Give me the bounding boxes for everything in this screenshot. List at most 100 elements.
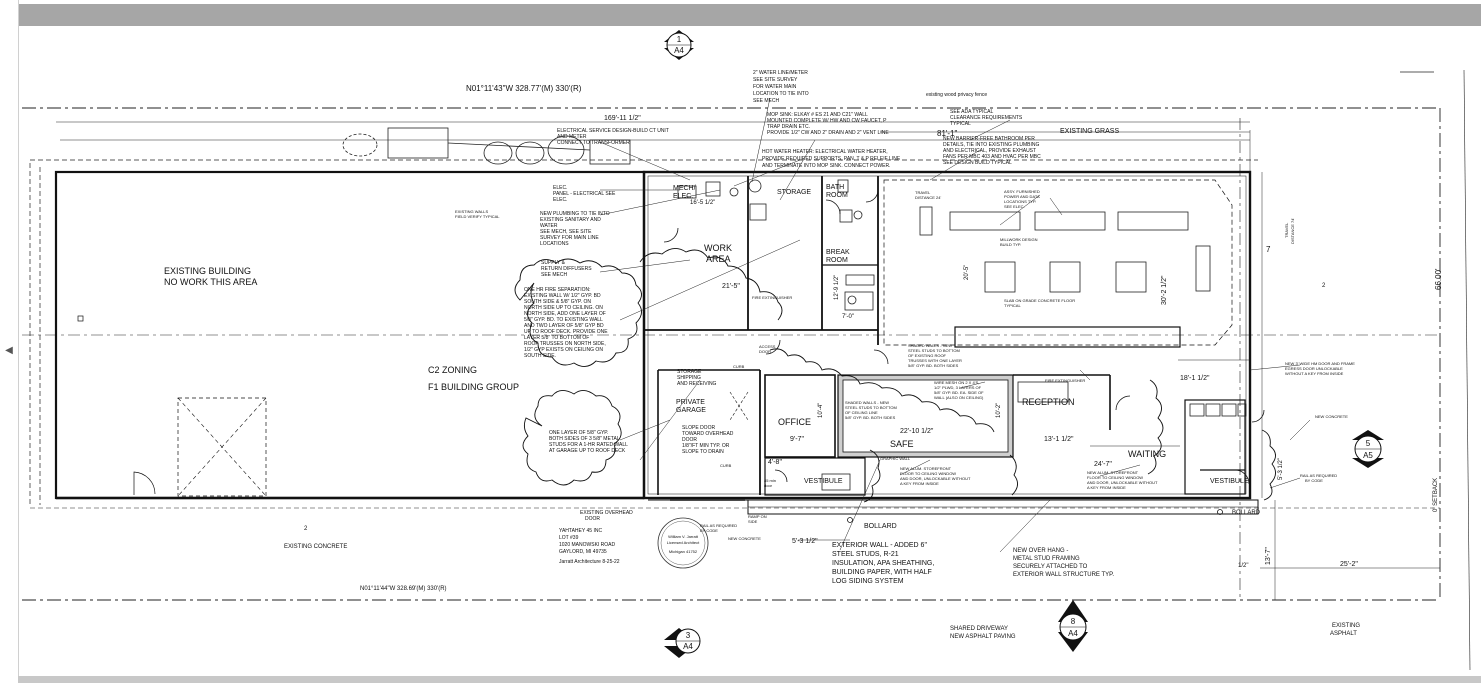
note-ew-5: LOG SIDING SYSTEM xyxy=(832,578,904,585)
previous-page-arrow-icon[interactable]: ◀ xyxy=(5,345,13,356)
note-oh-3: SECURELY ATTACHED TO xyxy=(1013,564,1088,570)
overhang xyxy=(747,499,1259,523)
note-shaded-walls-2: SHADED WALLS - NEW STEEL STUDS TO BOTTOM… xyxy=(845,400,897,420)
note-sw-2: STEEL STUDS TO BOTTOM xyxy=(908,348,960,353)
note-sd-1: SLOPE DOOR xyxy=(682,425,715,431)
marker-1-number: 1 xyxy=(677,35,682,44)
note-water-3: FOR WATER MAIN xyxy=(753,84,797,90)
note-bf-2: DETAILS, TIE INTO EXISTING PLUMBING xyxy=(943,142,1040,148)
dim-81: 81'-1" xyxy=(937,129,958,138)
dim-5-3a: 5'-3 1/2" xyxy=(792,538,818,545)
note-sf-1: NEW ALUM. STOREFRONT xyxy=(900,466,952,471)
note-ad-2: DOOR xyxy=(759,349,771,354)
note-45-min-door: 45 min door xyxy=(764,478,776,488)
note-fs-8: UP TO ROOF DECK. PROVIDE ONE xyxy=(524,329,608,335)
seal-name: William V. Jarratt xyxy=(668,534,699,539)
viewer-left-gutter: ◀ xyxy=(0,0,19,683)
note-ew-2: STEEL STUDS, R-21 xyxy=(832,551,899,558)
note-fire-separation: ONE HR FIRE SEPARATION: EXISTING WALL W/… xyxy=(524,287,608,359)
room-bath-line-2: ROOM xyxy=(826,192,848,199)
leader-lines xyxy=(599,97,1311,553)
room-vestibule-2: VESTIBULE xyxy=(1210,478,1249,485)
note-nd-2: EGRESS DOOR UNLOCKABLE xyxy=(1285,366,1343,371)
marker-3-number: 3 xyxy=(686,631,691,640)
note-travel: TRAVEL DISTANCE 24' xyxy=(915,190,941,200)
note-new-door: NEW 3' WIDE HM DOOR AND FRAME EGRESS DOO… xyxy=(1285,361,1355,376)
dim-25-2: 25'-2" xyxy=(1340,561,1358,568)
note-sup-2: RETURN DIFFUSERS xyxy=(541,266,592,272)
note-sw2-3: OF CEILING LINE xyxy=(845,410,878,415)
note-panel: ELEC. PANEL - ELECTRICAL SEE ELEC. xyxy=(553,185,616,203)
note-sw2-4: 5/8" GYP. BD. BOTH SIDES xyxy=(845,415,896,420)
dim-169: 169'-11 1/2" xyxy=(604,115,641,122)
note-ramp-1: RAMP ON xyxy=(748,514,767,519)
note-ada-2: CLEARANCE REQUIREMENTS xyxy=(950,115,1023,121)
owner-line-4: GAYLORD, MI 49735 xyxy=(559,549,607,555)
note-graphic-wall: GRAPHIC WALL xyxy=(880,456,911,461)
section-marker-8: 8 A4 xyxy=(1058,600,1088,652)
room-break-line-2: ROOM xyxy=(826,257,848,264)
note-pd-3: LOCATIONS TYP. xyxy=(1004,199,1036,204)
note-gl-3: STUDS FOR A 1-HR RATED WALL xyxy=(549,442,628,448)
owner-line-1: YAHTAHEY 45 INC xyxy=(559,528,602,534)
section-marker-1: 1 A4 xyxy=(664,30,694,60)
dim-5-3b: 5'-3 1/2" xyxy=(1278,458,1284,480)
building-group-label: F1 BUILDING GROUP xyxy=(428,382,519,392)
room-bath-line-1: BATH xyxy=(826,184,844,191)
note-sf2-3: AND DOOR, UNLOCKABLE WITHOUT xyxy=(1087,480,1158,485)
note-ramp: RAMP ON SIDE xyxy=(748,514,767,524)
lot-number-7: 7 xyxy=(1266,245,1271,254)
room-safe: SAFE xyxy=(890,439,914,449)
owner-line-3: 1020 MANOWSKI ROAD xyxy=(559,542,616,548)
note-nd-3: WITHOUT A KEY FROM INSIDE xyxy=(1285,371,1344,376)
note-ada-3: TYPICAL xyxy=(950,121,971,127)
note-bf-4: FANS PER MBC 403 AND HVAC PER MBC xyxy=(943,154,1041,160)
room-work-line-1: WORK xyxy=(704,243,732,253)
note-pd-1: ASSY. FURNISHED xyxy=(1004,189,1040,194)
room-reception: RECEPTION xyxy=(1022,397,1075,407)
note-storage-shipping: STORAGE SHIPPING AND RECEIVING xyxy=(677,369,717,387)
note-wm-1: WIRE MESH ON 2 X 4'S, xyxy=(934,380,979,385)
note-sw-3: OF EXISTING ROOF xyxy=(908,353,947,358)
note-rail2-1: RAIL AS REQUIRED xyxy=(1300,473,1337,478)
dimension-lines xyxy=(56,121,1440,600)
revision-clouds xyxy=(514,248,1276,503)
note-sw2-1: SHADED WALLS - NEW xyxy=(845,400,889,405)
dim-21: 21'-5" xyxy=(722,283,740,290)
fence-label: existing wood privacy fence xyxy=(926,92,987,98)
note-hw-1: HOT WATER HEATER: ELECTRICAL WATER HEATE… xyxy=(762,149,888,155)
note-hot-water: HOT WATER HEATER: ELECTRICAL WATER HEATE… xyxy=(762,149,901,169)
note-sup-3: SEE MECH xyxy=(541,272,568,278)
existing-grass: EXISTING GRASS xyxy=(1060,128,1119,135)
note-panel-1: ELEC. xyxy=(553,185,567,191)
note-water-5: SEE MECH xyxy=(753,98,780,104)
asphalt-line-1: EXISTING xyxy=(1332,623,1360,629)
note-bf-5: SEE DESIGN BUILD TYPICAL xyxy=(943,160,1012,166)
note-ss-1: STORAGE xyxy=(677,369,702,375)
note-sf2-1: NEW ALUM. STOREFRONT xyxy=(1087,470,1139,475)
asphalt-line-2: ASPHALT xyxy=(1330,631,1357,637)
note-fs-2: EXISTING WALL W/ 1/2" GYP. BD xyxy=(524,293,601,299)
viewer-bottom-scrollbar[interactable] xyxy=(18,676,1481,683)
south-bearing: N01°11'44"W 328.69'(M) 330'(R) xyxy=(360,586,447,592)
note-pl-6: LOCATIONS xyxy=(540,241,569,247)
note-tr-2: DISTANCE 24' xyxy=(915,195,941,200)
note-plumbing: NEW PLUMBING TO TIE INTO EXISTING SANITA… xyxy=(540,211,610,247)
note-pl-3: WATER xyxy=(540,223,558,229)
note-fs-4: NORTH SIDE UP TO CEILING. ON xyxy=(524,305,603,311)
dim-7: 7'-0" xyxy=(842,314,854,320)
dim-30: 30'-2 1/2" xyxy=(1161,275,1168,305)
note-sd-4: 1/8"/FT MIN TYP. OR xyxy=(682,443,730,449)
section-marker-3: 3 A4 xyxy=(664,628,701,658)
note-ss-2: SHIPPING xyxy=(677,375,701,381)
note-gl-2: BOTH SIDES OF 3 5/8" METAL xyxy=(549,436,620,442)
note-sw2-2: STEEL STUDS TO BOTTOM xyxy=(845,405,897,410)
zoning-label: C2 ZONING xyxy=(428,365,477,375)
note-fire-ext: FIRE EXTINGUISHER xyxy=(752,295,792,300)
note-mop-3: TRAP DRAIN ETC. xyxy=(767,124,810,130)
note-new-concrete-1: NEW CONCRETE xyxy=(728,536,761,541)
note-shaded-walls: SHADED WALLS - NEW STEEL STUDS TO BOTTOM… xyxy=(908,343,962,368)
note-mw-2: BUILD TYP. xyxy=(1000,242,1021,247)
dim-66: 66.00' xyxy=(1434,268,1443,290)
